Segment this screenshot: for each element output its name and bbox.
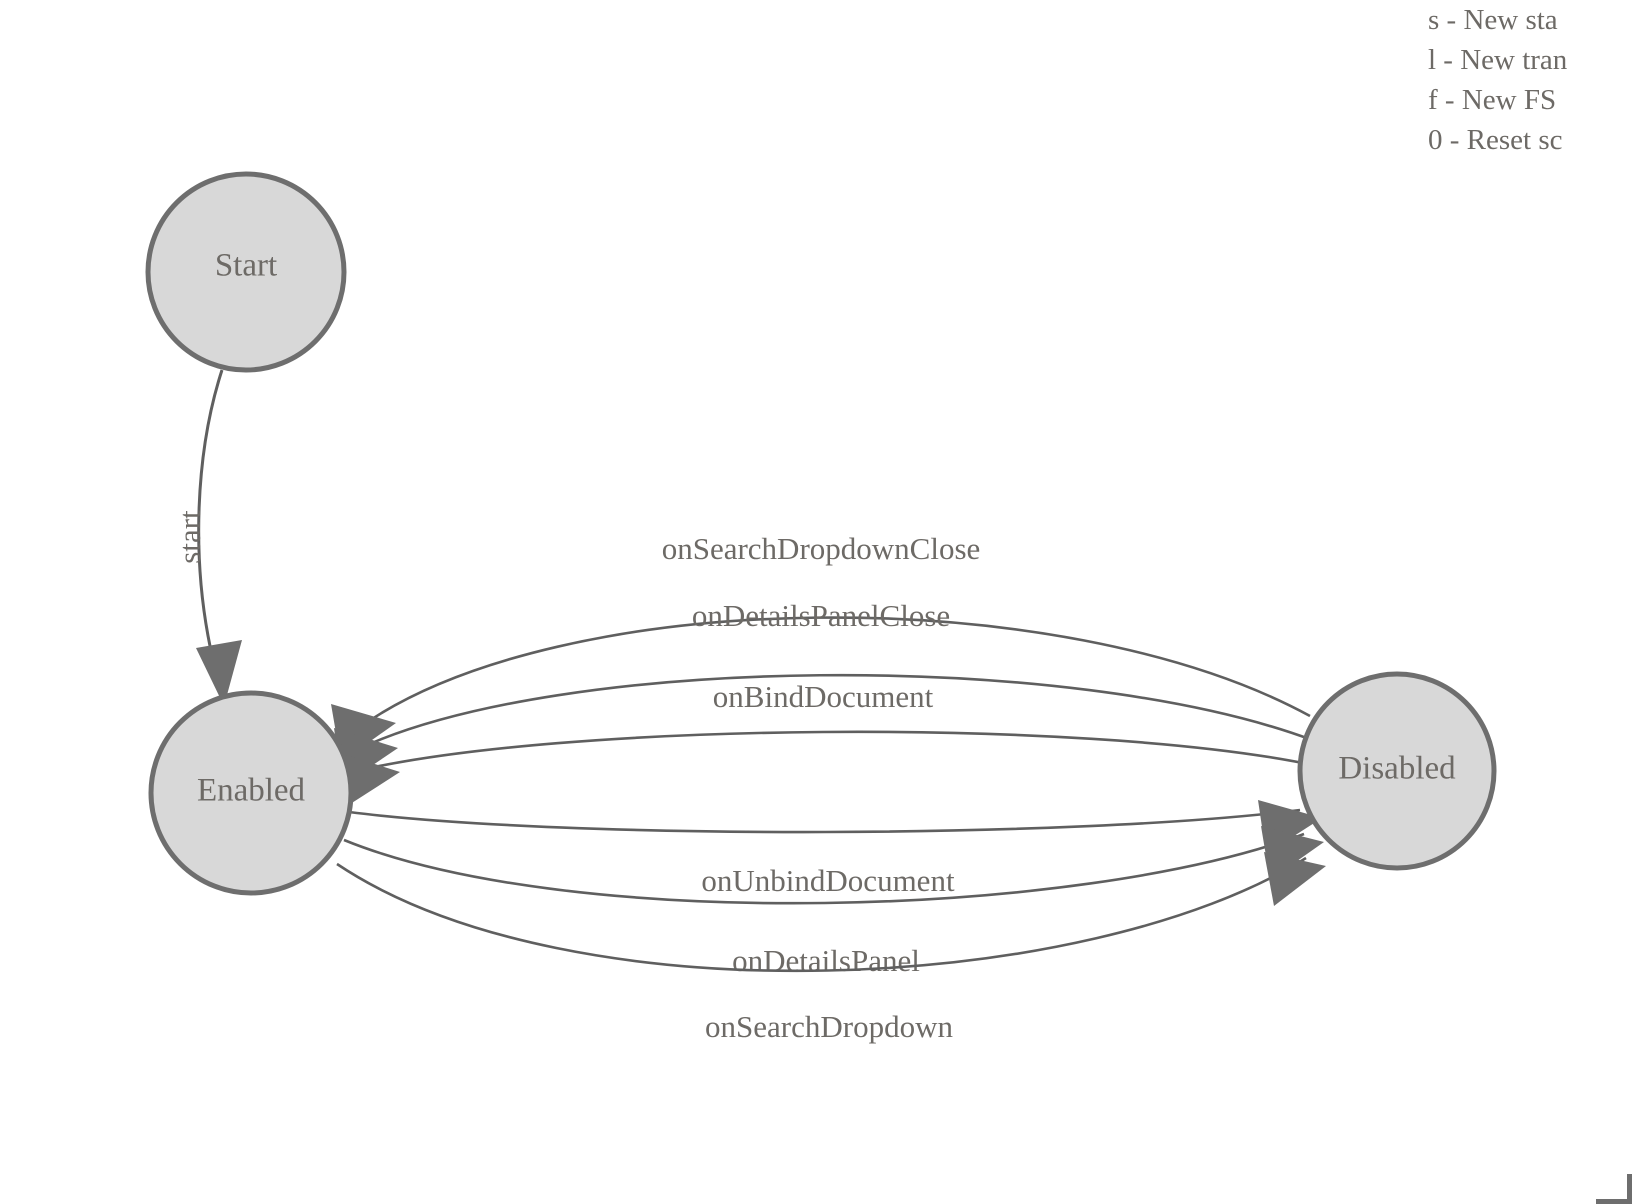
legend-line-new-state: s - New sta bbox=[1428, 4, 1558, 36]
edge-label-on-unbind-document: onUnbindDocument bbox=[701, 863, 955, 898]
edge-on-search-dropdown-close[interactable]: onSearchDropdownClose bbox=[331, 531, 1311, 762]
edge-path-on-details-panel-close bbox=[355, 673, 1313, 752]
node-enabled[interactable]: Enabled bbox=[148, 690, 354, 896]
legend-line-new-transition: l - New tran bbox=[1428, 44, 1568, 76]
resize-handle-icon[interactable] bbox=[1596, 1174, 1632, 1204]
edge-path-on-details-panel bbox=[343, 832, 1305, 905]
edge-on-bind-document[interactable]: onBindDocument bbox=[337, 679, 1309, 808]
edge-label-on-details-panel-close: onDetailsPanelClose bbox=[692, 598, 950, 633]
edge-path-on-search-dropdown bbox=[336, 856, 1307, 973]
legend-line-reset-scale: 0 - Reset sc bbox=[1428, 124, 1563, 156]
edge-path-on-search-dropdown-close bbox=[359, 616, 1311, 729]
node-start-label: Start bbox=[215, 248, 277, 284]
arrowhead-on-search-dropdown bbox=[1264, 852, 1326, 906]
keyboard-shortcut-legend: s - New sta l - New tran f - New FS 0 - … bbox=[1428, 0, 1632, 160]
node-start[interactable]: Start bbox=[145, 171, 347, 373]
edge-on-details-panel[interactable]: onDetailsPanel bbox=[343, 826, 1324, 978]
node-disabled[interactable]: Disabled bbox=[1297, 671, 1497, 871]
edge-path-on-bind-document bbox=[351, 730, 1309, 774]
legend-line-new-fsm: f - New FS bbox=[1428, 84, 1557, 116]
node-start-circle[interactable] bbox=[145, 171, 347, 373]
node-enabled-circle[interactable] bbox=[148, 690, 354, 896]
edge-label-on-search-dropdown-close: onSearchDropdownClose bbox=[662, 531, 981, 566]
node-disabled-label: Disabled bbox=[1338, 751, 1456, 787]
edge-label-on-bind-document: onBindDocument bbox=[713, 679, 934, 714]
edge-label-on-search-dropdown: onSearchDropdown bbox=[705, 1009, 953, 1044]
resize-handle-horizontal-bar bbox=[1596, 1199, 1632, 1204]
edge-label-on-details-panel: onDetailsPanel bbox=[732, 943, 920, 978]
edge-start-to-enabled[interactable]: start bbox=[172, 369, 242, 706]
resize-handle-vertical-bar bbox=[1627, 1174, 1632, 1204]
edge-on-details-panel-close[interactable]: onDetailsPanelClose bbox=[334, 598, 1313, 786]
edge-on-search-dropdown[interactable]: onSearchDropdown bbox=[336, 852, 1326, 1044]
edge-path-on-unbind-document bbox=[348, 808, 1301, 834]
edge-label-start: start bbox=[172, 510, 207, 564]
arrowhead-start-to-enabled bbox=[196, 640, 242, 706]
node-enabled-label: Enabled bbox=[197, 773, 306, 809]
edge-on-unbind-document[interactable]: onUnbindDocument bbox=[348, 800, 1322, 898]
node-disabled-circle[interactable] bbox=[1297, 671, 1497, 871]
edge-path-start bbox=[197, 369, 224, 661]
